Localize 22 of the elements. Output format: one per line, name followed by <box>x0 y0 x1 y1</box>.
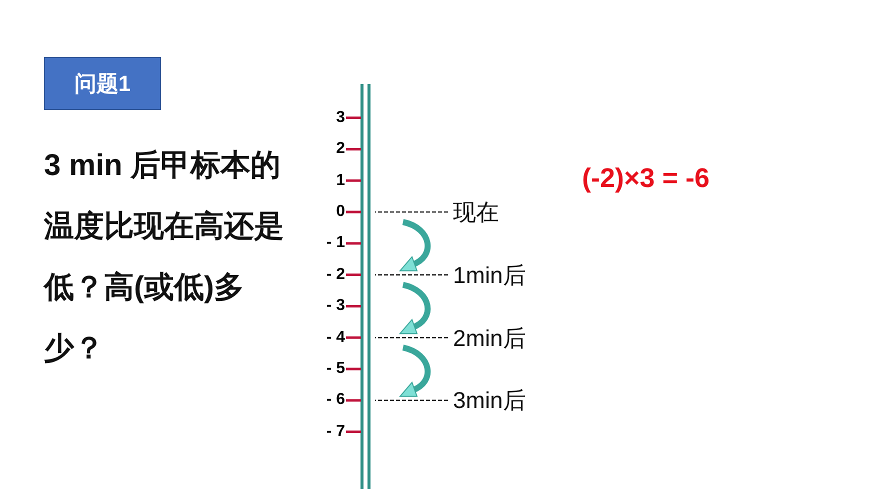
tick-label: - 2 <box>326 264 345 285</box>
tick-label: - 3 <box>326 296 345 316</box>
tick-label: - 7 <box>326 422 345 442</box>
time-label: 3min后 <box>453 385 526 416</box>
question-text: 3 min 后甲标本的温度比现在高还是低？高(或低)多少？ <box>44 148 285 367</box>
tick-label: 0 <box>336 202 345 222</box>
time-label: 2min后 <box>453 322 526 353</box>
leader-line <box>375 336 448 338</box>
tick-label: 3 <box>336 108 345 128</box>
tick-label: 2 <box>336 139 345 160</box>
time-label: 现在 <box>453 197 499 227</box>
equation: (-2)×3 = -6 <box>582 162 710 194</box>
tick-label: 1 <box>336 170 345 191</box>
tick-label: - 1 <box>326 233 345 254</box>
question-tag: 问题1 <box>44 57 161 110</box>
leader-line <box>375 400 448 402</box>
leader-line <box>375 274 448 276</box>
leader-line <box>375 211 448 213</box>
tick-label: - 6 <box>326 390 345 410</box>
time-label: 1min后 <box>453 260 526 290</box>
tick-label: - 4 <box>326 328 345 348</box>
tick-label: - 5 <box>326 359 345 379</box>
